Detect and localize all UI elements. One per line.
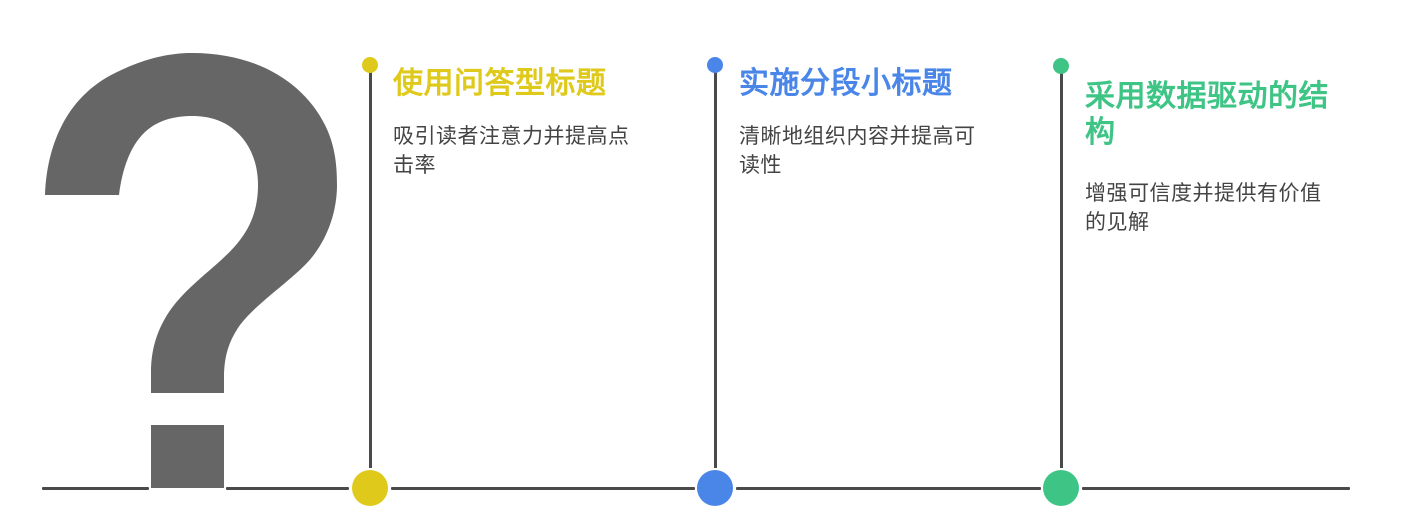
timeline-connector [714, 65, 717, 468]
baseline-segment [42, 487, 149, 490]
item-2: 实施分段小标题 清晰地组织内容并提高可读性 [739, 66, 999, 180]
item-title: 实施分段小标题 [739, 66, 953, 101]
timeline-connector [369, 65, 372, 468]
marker-dot-bottom [697, 470, 733, 506]
item-description: 清晰地组织内容并提高可读性 [739, 124, 976, 177]
marker-dot-top [707, 57, 723, 73]
baseline-segment [391, 487, 695, 490]
baseline-segment [736, 487, 1041, 490]
item-title: 使用问答型标题 [393, 66, 607, 101]
item-description: 吸引读者注意力并提高点击率 [393, 124, 630, 177]
timeline-connector [1060, 66, 1063, 468]
marker-dot-bottom [352, 470, 388, 506]
baseline-segment [226, 487, 349, 490]
marker-dot-bottom [1043, 470, 1079, 506]
marker-dot-top [362, 57, 378, 73]
item-description: 增强可信度并提供有价值的见解 [1085, 181, 1322, 234]
baseline-segment [1082, 487, 1350, 490]
item-title: 采用数据驱动的结构 [1085, 79, 1329, 150]
item-1: 使用问答型标题 吸引读者注意力并提高点击率 [393, 66, 653, 180]
item-3: 采用数据驱动的结构 增强可信度并提供有价值的见解 [1085, 79, 1350, 237]
marker-dot-top [1053, 58, 1069, 74]
